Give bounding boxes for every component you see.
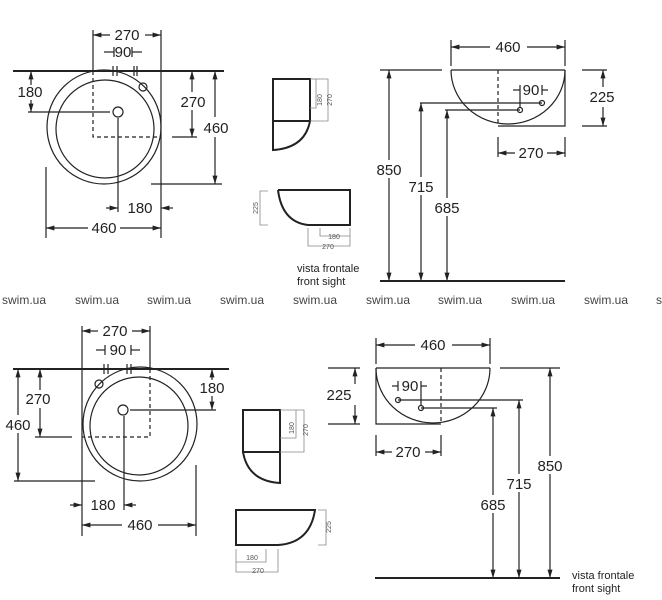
top-plan-view: 270 90 180 270 460 180 460: [13, 27, 229, 238]
dashed-outline: [82, 369, 151, 438]
front-dim-270: 270: [395, 444, 420, 461]
caption-vista-frontale: vista frontale: [572, 570, 634, 582]
dim-90: 90: [115, 44, 132, 61]
side-dim-180: 180: [317, 94, 324, 106]
front-dim-225: 225: [589, 89, 614, 106]
dim-460-bottom: 460: [127, 517, 152, 534]
dim-460-bottom: 460: [91, 220, 116, 237]
dim-180-bottom: 180: [127, 200, 152, 217]
front-dim-850: 850: [537, 458, 562, 475]
dim-270-right: 270: [180, 94, 205, 111]
watermark-row: swim.ua swim.ua swim.ua swim.ua swim.ua …: [2, 293, 662, 307]
front-small-dim-270: 270: [252, 568, 264, 575]
front-small-dim-270: 270: [322, 244, 334, 251]
watermark: swim.ua: [293, 293, 337, 307]
watermark: swim.ua: [2, 293, 46, 307]
front-small-dim-180: 180: [246, 555, 258, 562]
watermark: swim.ua: [75, 293, 119, 307]
top-side-view: 180 270: [272, 78, 334, 152]
caption-front-sight: front sight: [297, 276, 345, 288]
side-dim-180: 180: [289, 422, 296, 434]
basin-outer-rim: [82, 366, 198, 482]
watermark: swim.ua: [366, 293, 410, 307]
dim-270-top: 270: [102, 323, 127, 340]
top-front-view: 460 90 225 270 850 715 685 vista frontal…: [297, 39, 615, 288]
front-dim-460: 460: [420, 337, 445, 354]
dim-460-right: 460: [203, 120, 228, 137]
front-dim-685: 685: [480, 497, 505, 514]
front-dim-850: 850: [376, 162, 401, 179]
watermark: swim.ua: [584, 293, 628, 307]
dim-180-bottom: 180: [90, 497, 115, 514]
bottom-side-view: 180 270: [241, 409, 310, 485]
side-dim-270: 270: [327, 94, 334, 106]
front-small-dim-225: 225: [326, 521, 333, 533]
caption-vista-frontale: vista frontale: [297, 263, 359, 275]
watermark: s: [656, 293, 662, 307]
watermark: swim.ua: [511, 293, 555, 307]
basin-outer-rim: [46, 69, 162, 185]
front-small-dim-180: 180: [328, 234, 340, 241]
front-dim-715: 715: [506, 476, 531, 493]
basin-inner-bowl: [89, 376, 189, 476]
watermark: swim.ua: [220, 293, 264, 307]
dim-270-top: 270: [114, 27, 139, 44]
front-dim-90: 90: [523, 82, 540, 99]
drain-hole: [112, 106, 124, 118]
front-dim-270: 270: [518, 145, 543, 162]
tap-hole: [94, 379, 104, 389]
dim-180-right: 180: [199, 380, 224, 397]
basin-inner-bowl: [55, 79, 155, 179]
watermark: swim.ua: [438, 293, 482, 307]
front-dim-90: 90: [402, 378, 419, 395]
bottom-front-small: 225 180 270: [235, 509, 333, 575]
front-dim-715: 715: [408, 179, 433, 196]
bottom-front-view: 460 90 225 270 850 715 685 vista frontal…: [326, 337, 634, 595]
dim-460-left: 460: [5, 417, 30, 434]
dim-90: 90: [110, 342, 127, 359]
side-dim-270: 270: [303, 424, 310, 436]
top-front-small: 225 180 270: [253, 189, 351, 251]
dim-270-left: 270: [25, 391, 50, 408]
watermark: swim.ua: [147, 293, 191, 307]
tap-hole: [138, 82, 148, 92]
front-dim-685: 685: [434, 200, 459, 217]
drain-hole: [117, 404, 129, 416]
bottom-plan-view: 270 90 180 270 460 180 460: [5, 323, 229, 536]
front-small-dim-225: 225: [253, 202, 260, 214]
front-dim-225: 225: [326, 387, 351, 404]
front-dim-460: 460: [495, 39, 520, 56]
dashed-outline: [92, 71, 161, 138]
dim-180-left: 180: [17, 84, 42, 101]
caption-front-sight: front sight: [572, 583, 620, 595]
